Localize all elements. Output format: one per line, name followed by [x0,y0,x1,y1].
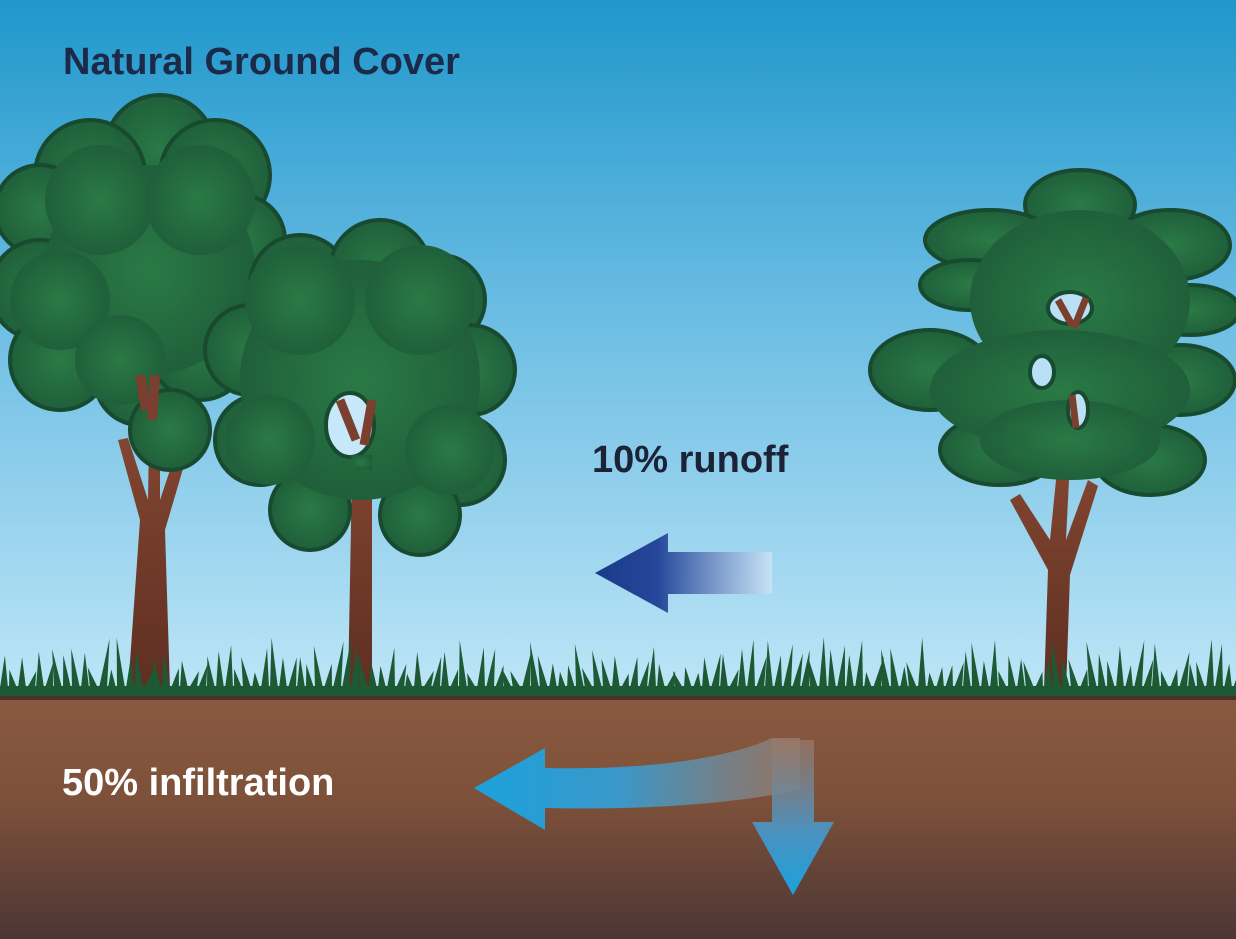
title-text: Natural Ground Cover [63,41,460,83]
soil [0,694,1236,939]
tree-left-large [0,93,287,690]
runoff-label: 10% runoff [592,439,789,481]
tree-left-large-canopy-fill [10,145,255,405]
tree-left-large-trunk [118,380,190,690]
runoff-arrow [595,533,772,613]
infiltration-label: 50% infiltration [62,762,334,804]
tree-right-trunk [1010,420,1098,690]
infiltration-arrow-lateral [474,738,800,830]
tree-left-small-canopy-fill [225,245,495,500]
grass [0,637,1236,696]
infiltration-arrow-down [752,740,834,895]
tree-right-canopy-fill [930,210,1190,480]
tree-left-small [203,218,517,690]
tree-right [868,168,1236,690]
